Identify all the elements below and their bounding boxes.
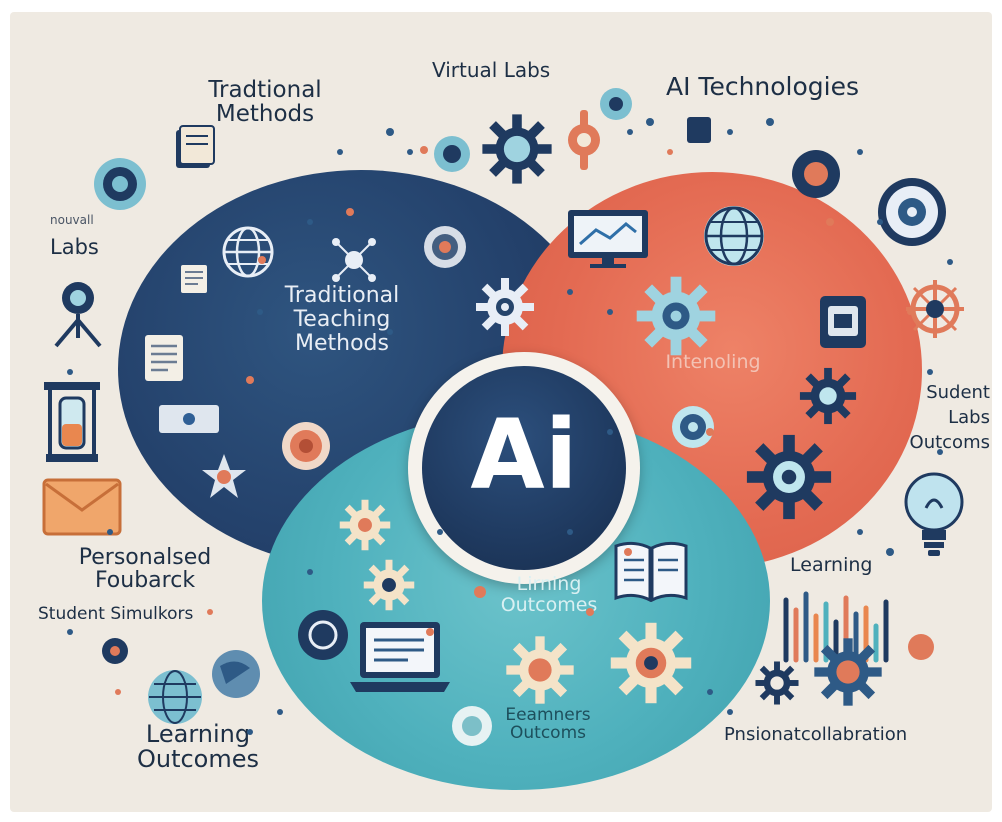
document-icon [145, 335, 183, 381]
gear-icon [476, 278, 534, 336]
envelope-icon [42, 478, 122, 536]
target-icon [102, 638, 128, 664]
student-labs-outcomes-label: Sudent Labs Outcoms [909, 382, 990, 454]
ai-center-badge [422, 366, 626, 570]
document-icon [687, 117, 711, 143]
learners-outcomes-bottom-text: Eeamners Outcoms [505, 705, 591, 744]
document-icon [176, 125, 215, 168]
ai-interfacing-text: Intenoling [665, 351, 761, 373]
document-icon [181, 265, 207, 293]
globe-icon [212, 650, 260, 698]
monitor-icon [159, 405, 219, 433]
personalised-feedback-label: Personalsed Foubarck [78, 545, 212, 594]
learning-right-label: Learning [790, 554, 873, 576]
target-icon [600, 88, 632, 120]
virtual-labs-label: Virtual Labs [432, 58, 551, 82]
labs-label: Labs [50, 235, 99, 259]
student-simulations-label: Student Simulkors [38, 604, 194, 624]
personal-collaboration-label: Pnsionatcollabration [724, 724, 908, 745]
gear-icon [363, 559, 415, 611]
laptop-icon [350, 622, 450, 692]
gear-icon [799, 367, 857, 425]
microscope-icon [54, 282, 102, 348]
target-icon [792, 150, 840, 198]
monitor-icon [568, 210, 648, 268]
gear-icon [610, 622, 692, 704]
globe-icon [148, 670, 202, 724]
target-icon [452, 706, 492, 746]
labs-garbled-label: nouvall [50, 213, 94, 227]
traditional-teaching-methods-text: Traditional Teaching Methods [284, 283, 400, 356]
target-icon [282, 422, 330, 470]
target-icon [434, 136, 470, 172]
traditional-methods-label: Tradtional Methods [208, 77, 322, 128]
target-icon [908, 634, 934, 660]
gear-icon [636, 276, 716, 356]
target-icon [672, 406, 714, 448]
network-icon [906, 280, 964, 338]
flask-icon [44, 382, 100, 462]
document-icon [820, 296, 866, 348]
gear-icon [755, 661, 799, 705]
globe-icon [222, 226, 274, 278]
target-icon [568, 110, 600, 170]
target-icon [94, 158, 146, 210]
infographic-canvas: Ai Traditional Teaching Methods Intenoli… [10, 12, 992, 812]
learning-outcomes-top-text: Lirning Outcomes [500, 573, 598, 616]
scatter-dots [67, 118, 953, 735]
gear-icon [339, 499, 391, 551]
ai-center-label: Ai [470, 399, 578, 511]
gear-icon [506, 636, 574, 704]
ai-technologies-label: AI Technologies [666, 72, 860, 101]
robot-icon [202, 454, 246, 498]
network-icon [332, 238, 376, 282]
gear-icon [746, 434, 832, 520]
globe-icon [704, 206, 764, 266]
target-icon [878, 178, 946, 246]
book-icon [614, 541, 688, 602]
gear-icon [482, 114, 552, 184]
target-icon [298, 610, 348, 660]
learning-outcomes-bottom-label: Learning Outcomes [136, 720, 260, 774]
target-icon [424, 226, 466, 268]
gear-icon [814, 638, 882, 706]
lightbulb-icon [904, 472, 964, 556]
